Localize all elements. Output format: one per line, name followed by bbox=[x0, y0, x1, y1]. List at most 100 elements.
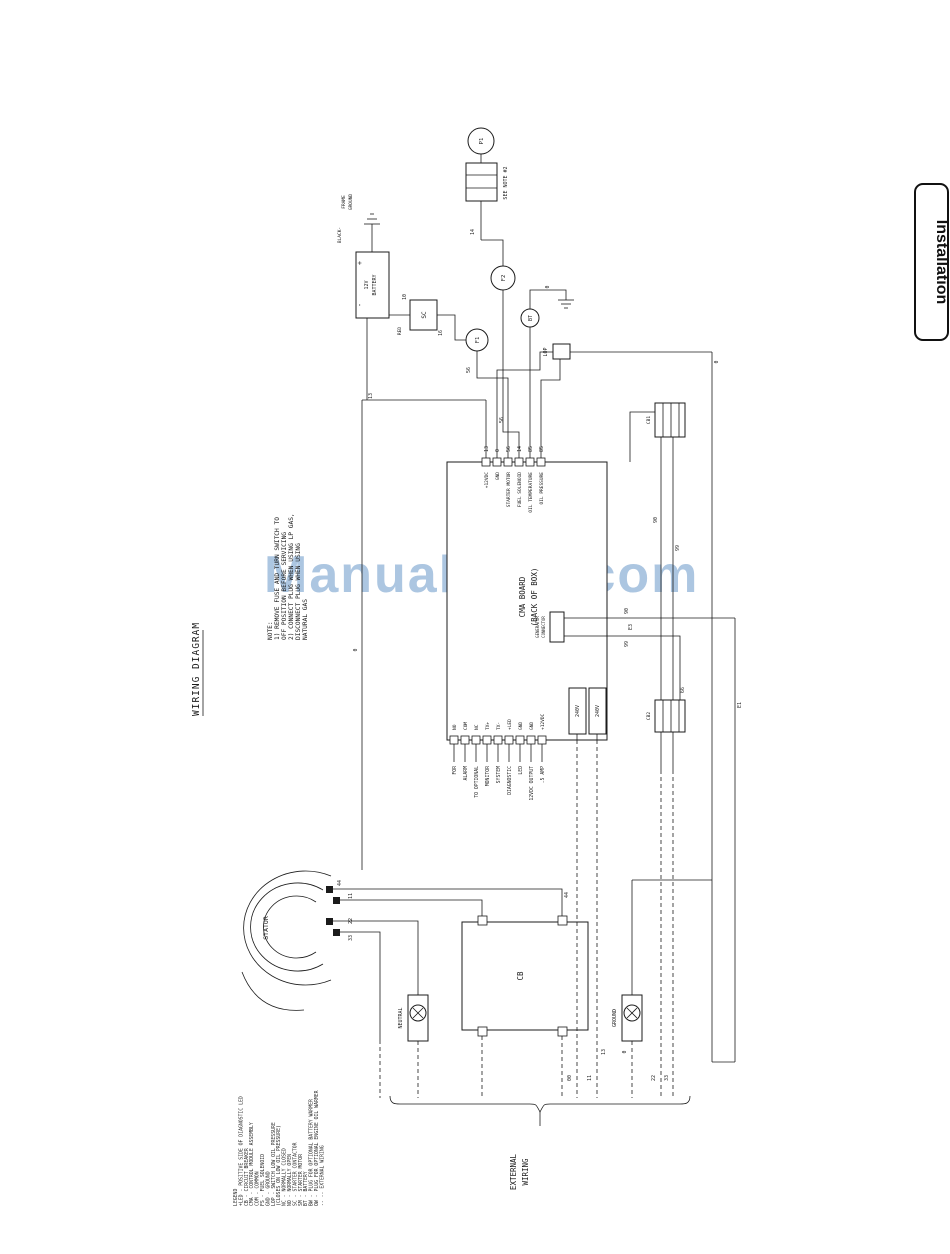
wire-number: E1 bbox=[737, 702, 743, 708]
sc-label: SC bbox=[421, 311, 428, 319]
board-terminal bbox=[525, 457, 535, 467]
wire-number: 33 bbox=[664, 1075, 670, 1081]
installation-tab-outline bbox=[914, 183, 949, 341]
stator-terminal bbox=[326, 886, 333, 893]
legend-line: SC - STARTER CONTACTOR bbox=[292, 1142, 298, 1206]
cb1-label: CB1 bbox=[646, 416, 652, 424]
legend-line: -- -- EXTERNAL WIRING bbox=[319, 1145, 325, 1206]
board-terminal bbox=[503, 457, 513, 467]
wire-number: 0 bbox=[622, 1050, 628, 1053]
wire-number: 13 bbox=[368, 393, 374, 399]
wire-number: 14 bbox=[517, 446, 523, 452]
battery-plus: + bbox=[356, 261, 364, 265]
wire-number: 99 bbox=[624, 641, 630, 647]
ground-label: GROUND bbox=[612, 1009, 618, 1027]
wire-number: 0 bbox=[495, 449, 501, 452]
see-note-label: SEE NOTE #2 bbox=[503, 166, 509, 199]
wire-number: 13 bbox=[601, 1049, 607, 1055]
wire-number: 10 bbox=[402, 294, 408, 300]
black-wire-label: BLACK- bbox=[337, 227, 343, 243]
frame-ground-label: FRAME bbox=[341, 195, 347, 209]
cb2-connector bbox=[654, 699, 686, 733]
legend-line: SM - STARTER MOTOR bbox=[298, 1154, 304, 1206]
wire-number: 90 bbox=[624, 608, 630, 614]
stator-label: STATOR bbox=[262, 916, 270, 940]
legend-line: BW - PLUG FOR OPTIONAL BATTERY WARMER bbox=[309, 1099, 315, 1206]
wire-number: 99 bbox=[675, 545, 681, 551]
wire-number: 11 bbox=[587, 1075, 593, 1081]
legend-line: +LED - POSITIVE SIDE OF DIAGNOSTIC LED bbox=[238, 1096, 244, 1206]
wire-number-labels: 14 10 16 56 56 0 13 0 90 99 E3 90 99 66 … bbox=[337, 229, 743, 1081]
board-terminal bbox=[514, 457, 524, 467]
wire-number: 22 bbox=[348, 918, 354, 924]
board-terminal bbox=[481, 457, 491, 467]
legend-line: LEGEND bbox=[233, 1189, 239, 1206]
board-terminal bbox=[537, 735, 547, 745]
installation-tab: Installation bbox=[914, 183, 950, 341]
board-terminal bbox=[471, 735, 481, 745]
terminal-label: +12VDC bbox=[484, 472, 490, 489]
battery-label: BATTERY bbox=[372, 274, 378, 295]
240v-plug-right bbox=[588, 687, 607, 735]
cb-label: CB bbox=[516, 971, 525, 981]
wire-number: 66 bbox=[680, 687, 686, 693]
stator-terminal bbox=[333, 929, 340, 936]
stator-terminal bbox=[326, 918, 333, 925]
wire-number: 85 bbox=[528, 446, 534, 452]
terminal-label: +LED bbox=[507, 719, 513, 730]
legend-block: LEGEND +LED - POSITIVE SIDE OF DIAGNOSTI… bbox=[233, 1090, 325, 1206]
cb-terminal bbox=[477, 915, 488, 926]
wire-number: 56 bbox=[466, 367, 472, 373]
legend-line: NO - NORMALLY OPEN bbox=[287, 1154, 293, 1206]
wire-number: 16 bbox=[438, 330, 444, 336]
external-wiring-brace: EXTERNAL WIRING bbox=[389, 1095, 691, 1190]
cma-board: CMA BOARD (BACK OF BOX) 13 0 56 14 85 85… bbox=[446, 446, 735, 801]
cb-box bbox=[461, 921, 589, 1031]
wire-number: E3 bbox=[628, 624, 634, 630]
wire-number: 11 bbox=[348, 893, 354, 899]
note2-plug bbox=[465, 162, 498, 202]
f1-label: F1 bbox=[475, 337, 481, 344]
wire-number: 44 bbox=[337, 880, 343, 886]
battery-label: 12V bbox=[364, 280, 370, 289]
f2-label: F2 bbox=[501, 275, 507, 282]
terminal-label: COM bbox=[463, 722, 469, 730]
wire-number: 0 bbox=[353, 648, 359, 651]
cb1-connector bbox=[654, 402, 686, 438]
red-wire-label: RED bbox=[397, 327, 403, 335]
wire-number: 13 bbox=[484, 446, 490, 452]
wire-number: 22 bbox=[651, 1075, 657, 1081]
board-terminal bbox=[460, 735, 470, 745]
legend-line: GND - GROUND bbox=[265, 1171, 271, 1206]
legend-line: LOP - SWITCH LOW OIL PRESSURE bbox=[271, 1122, 277, 1206]
wire-number: 0 bbox=[714, 360, 720, 363]
terminal-label: NC bbox=[474, 724, 480, 730]
wire-number: 14 bbox=[470, 229, 476, 235]
stator-terminal bbox=[333, 897, 340, 904]
bt-label: BT bbox=[528, 315, 534, 321]
generator-connector bbox=[549, 611, 565, 643]
terminal-label: +12VDC bbox=[540, 713, 546, 730]
240v-label: 240V bbox=[595, 705, 601, 717]
wire-number: 00 bbox=[567, 1075, 573, 1081]
alarm-note-line: .5 AMP bbox=[540, 766, 546, 783]
external-wiring-label: WIRING bbox=[521, 1158, 530, 1186]
board-terminal bbox=[492, 457, 502, 467]
neutral-label: NEUTRAL bbox=[398, 1007, 404, 1028]
note-line: 1) REMOVE FUSE AND TURN SWITCH TO bbox=[274, 517, 281, 640]
battery-minus: - bbox=[356, 303, 364, 307]
cma-board-label: (BACK OF BOX) bbox=[530, 568, 539, 627]
gen-conn-label: GENERATOR bbox=[535, 616, 540, 638]
external-wiring-drops bbox=[379, 740, 674, 1098]
terminal-label: NO bbox=[452, 724, 458, 730]
right-side-circuit: CB1 CB2 bbox=[629, 352, 736, 1063]
external-wiring-label: EXTERNAL bbox=[509, 1153, 518, 1190]
terminal-label: GND bbox=[529, 722, 535, 730]
240v-plug-left bbox=[568, 687, 587, 735]
frame-ground-label: GROUND bbox=[348, 194, 354, 211]
note-line: DISCONNECT PLUG WHEN USING bbox=[295, 543, 302, 640]
note-line: NOTE: bbox=[267, 621, 274, 640]
gen-conn-label: CONNECTOR bbox=[541, 616, 546, 638]
